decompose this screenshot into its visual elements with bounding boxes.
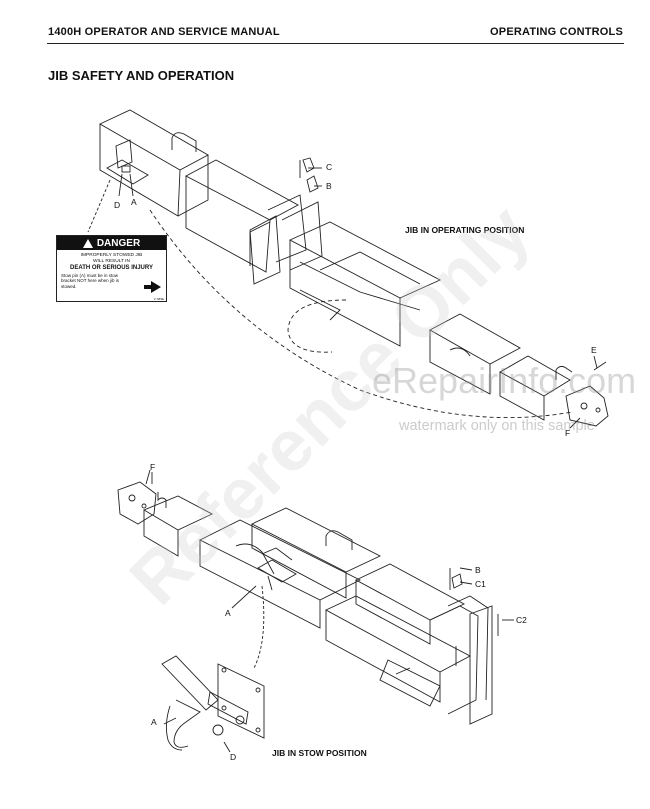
label-b: B — [326, 181, 332, 191]
danger-line-3: DEATH OR SERIOUS INJURY — [69, 265, 153, 271]
label-c: C — [326, 162, 333, 172]
boom-stow-drawing — [117, 469, 514, 753]
brand-watermark: eRepairInfo.com — [372, 360, 637, 401]
boom-operating-drawing — [87, 109, 609, 429]
decal-code: 2.7Ø3E — [153, 297, 164, 301]
arrow-right-icon — [144, 285, 151, 289]
label-b-stow: B — [475, 565, 481, 575]
label-f-stow: F — [150, 462, 156, 472]
caption-operating-position: JIB IN OPERATING POSITION — [405, 225, 525, 235]
danger-body: Stow pin (A) must be in stow bracket NOT… — [61, 273, 119, 289]
label-f: F — [565, 428, 571, 438]
manual-title: 1400H OPERATOR AND SERVICE MANUAL — [48, 26, 280, 38]
caption-stow-position: JIB IN STOW POSITION — [272, 748, 367, 758]
label-a-detail: A — [151, 717, 157, 727]
warning-triangle-icon — [82, 238, 93, 248]
danger-line-2: WILL RESULT IN — [93, 258, 130, 264]
arrow-head-icon — [151, 281, 161, 293]
header-rule — [47, 43, 624, 44]
danger-heading: DANGER — [96, 237, 141, 249]
label-c2: C2 — [516, 615, 527, 625]
label-a-stow: A — [225, 608, 231, 618]
label-a: A — [131, 197, 137, 207]
label-e: E — [591, 345, 597, 355]
section-title: JIB SAFETY AND OPERATION — [48, 68, 235, 83]
danger-header: DANGER — [57, 236, 166, 250]
danger-decal: DANGER IMPROPERLY STOWED JIB WILL RESULT… — [56, 235, 167, 302]
danger-line-1: IMPROPERLY STOWED JIB — [80, 253, 143, 258]
label-d: D — [114, 200, 121, 210]
label-c1: C1 — [475, 579, 486, 589]
label-d-detail: D — [230, 752, 237, 762]
chapter-title: OPERATING CONTROLS — [490, 26, 623, 38]
sample-watermark: watermark only on this sample — [399, 418, 595, 434]
